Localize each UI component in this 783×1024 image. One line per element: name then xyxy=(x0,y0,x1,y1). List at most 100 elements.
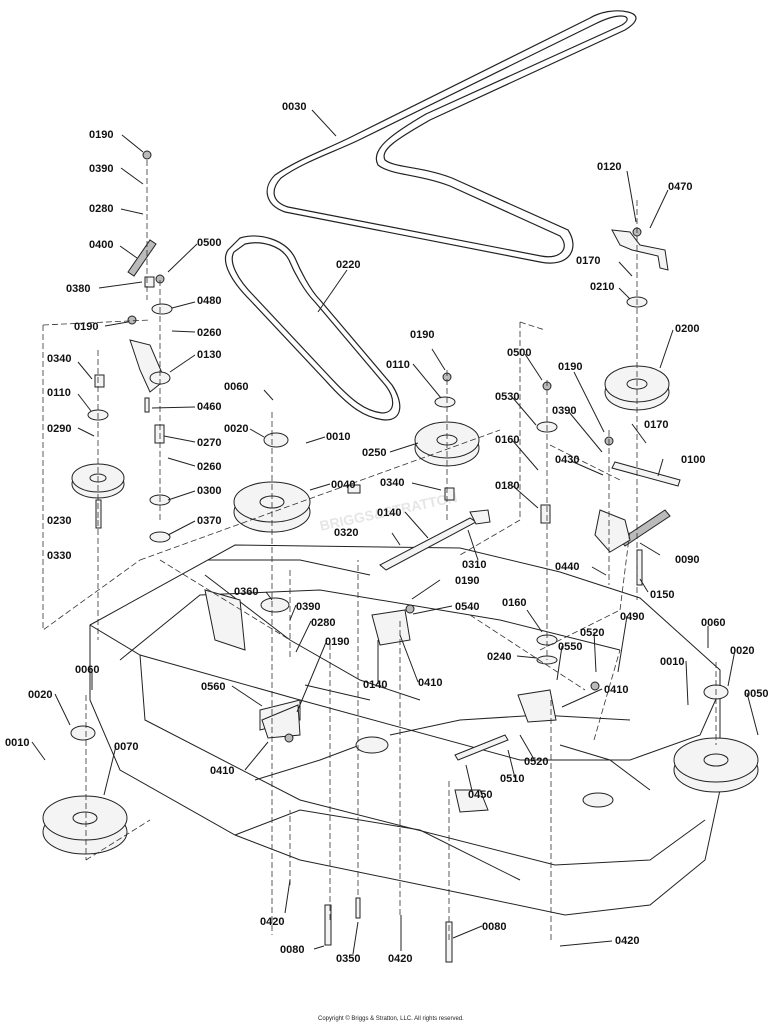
callout-0110: 0110 xyxy=(386,359,410,371)
callout-0190: 0190 xyxy=(74,321,98,333)
callout-0220: 0220 xyxy=(336,259,360,271)
callout-0320: 0320 xyxy=(334,527,358,539)
callout-0180: 0180 xyxy=(495,480,519,492)
callout-0210: 0210 xyxy=(590,281,614,293)
callout-0300: 0300 xyxy=(197,485,221,497)
callout-0420: 0420 xyxy=(615,935,639,947)
callout-0160: 0160 xyxy=(495,434,519,446)
callout-0080: 0080 xyxy=(482,921,506,933)
callout-0110: 0110 xyxy=(47,387,71,399)
callout-0040: 0040 xyxy=(331,479,355,491)
callout-0030: 0030 xyxy=(282,101,306,113)
belt-0220 xyxy=(224,235,401,421)
callout-0540: 0540 xyxy=(455,601,479,613)
callout-0070: 0070 xyxy=(114,741,138,753)
callout-0330: 0330 xyxy=(47,550,71,562)
callout-0170: 0170 xyxy=(644,419,668,431)
callout-0490: 0490 xyxy=(620,611,644,623)
callout-0020: 0020 xyxy=(730,645,754,657)
callout-0410: 0410 xyxy=(418,677,442,689)
nuts xyxy=(127,150,642,743)
rod-0310 xyxy=(379,509,491,571)
callout-0010: 0010 xyxy=(5,737,29,749)
bolts-vertical xyxy=(94,276,643,963)
callout-0430: 0430 xyxy=(555,454,579,466)
construction-lines xyxy=(42,160,717,940)
callout-0160: 0160 xyxy=(502,597,526,609)
callout-0260: 0260 xyxy=(197,327,221,339)
callout-0360: 0360 xyxy=(234,586,258,598)
leader-lines xyxy=(31,109,759,955)
callout-0530: 0530 xyxy=(495,391,519,403)
callout-0470: 0470 xyxy=(668,181,692,193)
callout-0420: 0420 xyxy=(260,916,284,928)
callout-0060: 0060 xyxy=(701,617,725,629)
callout-labels: 0030 0190 0390 0280 0400 0380 0500 0480 … xyxy=(5,101,768,965)
callout-0140: 0140 xyxy=(377,507,401,519)
callout-0050: 0050 xyxy=(744,688,768,700)
callout-0190: 0190 xyxy=(89,129,113,141)
callout-0340: 0340 xyxy=(380,477,404,489)
pulley-0070 xyxy=(42,795,128,855)
callout-0280: 0280 xyxy=(89,203,113,215)
callout-0440: 0440 xyxy=(555,561,579,573)
callout-0060: 0060 xyxy=(224,381,248,393)
bracket-0470 xyxy=(611,229,669,271)
callout-0340: 0340 xyxy=(47,353,71,365)
callout-0020: 0020 xyxy=(28,689,52,701)
callout-0500: 0500 xyxy=(197,237,221,249)
callout-0500: 0500 xyxy=(507,347,531,359)
callout-0190: 0190 xyxy=(410,329,434,341)
callout-0190: 0190 xyxy=(558,361,582,373)
hub-0020 xyxy=(70,432,729,741)
callout-0280: 0280 xyxy=(311,617,335,629)
callout-0090: 0090 xyxy=(675,554,699,566)
callout-0230: 0230 xyxy=(47,515,71,527)
callout-0250: 0250 xyxy=(362,447,386,459)
callout-0200: 0200 xyxy=(675,323,699,335)
callout-0260: 0260 xyxy=(197,461,221,473)
callout-0010: 0010 xyxy=(326,431,350,443)
callout-0100: 0100 xyxy=(681,454,705,466)
spring-0400 xyxy=(127,239,157,277)
callout-0410: 0410 xyxy=(604,684,628,696)
callout-0480: 0480 xyxy=(197,295,221,307)
callout-0420: 0420 xyxy=(388,953,412,965)
pulley-0040 xyxy=(233,481,311,533)
callout-0020: 0020 xyxy=(224,423,248,435)
callout-0130: 0130 xyxy=(197,349,221,361)
callout-0460: 0460 xyxy=(197,401,221,413)
callout-0380: 0380 xyxy=(66,283,90,295)
callout-0060: 0060 xyxy=(75,664,99,676)
callout-0350: 0350 xyxy=(336,953,360,965)
callout-0510: 0510 xyxy=(500,773,524,785)
belt-0030 xyxy=(266,10,637,264)
copyright-text: Copyright © Briggs & Stratton, LLC. All … xyxy=(318,1015,464,1022)
idler-arm-0130 xyxy=(129,339,171,393)
bolt-0450 xyxy=(454,734,509,761)
callout-0140: 0140 xyxy=(363,679,387,691)
callout-0560: 0560 xyxy=(201,681,225,693)
callout-0270: 0270 xyxy=(197,437,221,449)
callout-0240: 0240 xyxy=(487,651,511,663)
pulley-0050 xyxy=(673,737,759,793)
callout-0520: 0520 xyxy=(580,627,604,639)
callout-0390: 0390 xyxy=(89,163,113,175)
callout-0290: 0290 xyxy=(47,423,71,435)
callout-0390: 0390 xyxy=(552,405,576,417)
callout-0120: 0120 xyxy=(597,161,621,173)
idler-arm-0100 xyxy=(594,461,681,553)
callout-0150: 0150 xyxy=(650,589,674,601)
callout-0410: 0410 xyxy=(210,765,234,777)
callout-0080: 0080 xyxy=(280,944,304,956)
callout-0450: 0450 xyxy=(468,789,492,801)
callout-0400: 0400 xyxy=(89,239,113,251)
callout-0170: 0170 xyxy=(576,255,600,267)
callout-0520: 0520 xyxy=(524,756,548,768)
mower-deck xyxy=(89,484,721,916)
callout-0010: 0010 xyxy=(660,656,684,668)
callout-0390: 0390 xyxy=(296,601,320,613)
callout-0370: 0370 xyxy=(197,515,221,527)
callout-0550: 0550 xyxy=(558,641,582,653)
